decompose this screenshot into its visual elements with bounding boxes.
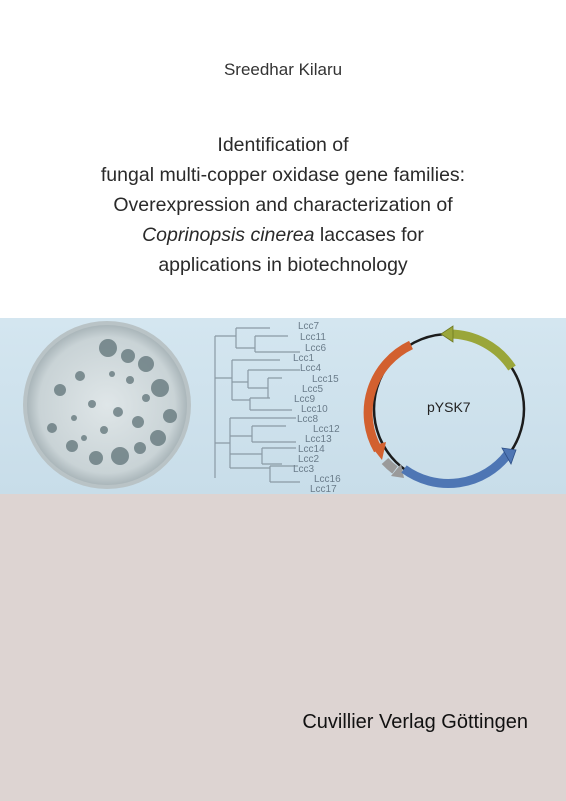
phylogenetic-tree — [214, 327, 300, 483]
illustration-band: Lcc7 Lcc11 Lcc6 Lcc1 Lcc4 Lcc15 Lcc5 Lcc… — [0, 318, 566, 494]
leaf-label-lcc2: Lcc2 — [298, 454, 320, 465]
title-line-4-rest: laccases for — [314, 224, 424, 246]
title-line-4: Coprinopsis cinerea laccases for — [20, 220, 546, 250]
leaf-label-lcc1: Lcc1 — [293, 353, 315, 364]
leaf-label-lcc12: Lcc12 — [313, 424, 340, 435]
leaf-label-lcc5: Lcc5 — [302, 384, 324, 395]
title-line-5: applications in biotechnology — [158, 254, 408, 276]
leaf-label-lcc14: Lcc14 — [298, 444, 325, 455]
lower-panel — [0, 494, 566, 801]
plasmid-label: pYSK7 — [427, 399, 471, 415]
leaf-label-lcc6: Lcc6 — [305, 343, 327, 354]
leaf-label-lcc9: Lcc9 — [294, 394, 316, 405]
leaf-label-lcc8: Lcc8 — [297, 414, 319, 425]
leaf-label-lcc17: Lcc17 — [310, 484, 337, 494]
leaf-label-lcc7: Lcc7 — [298, 321, 320, 332]
leaf-label-lcc13: Lcc13 — [305, 434, 332, 445]
book-title: Identification of fungal multi-copper ox… — [20, 130, 546, 280]
tree-leaf-labels: Lcc7 Lcc11 Lcc6 Lcc1 Lcc4 Lcc15 Lcc5 Lcc… — [293, 321, 341, 494]
author-name: Sreedhar Kilaru — [223, 60, 343, 79]
leaf-label-lcc10: Lcc10 — [301, 404, 328, 415]
title-line-3: Overexpression and characterization of — [113, 194, 453, 216]
publisher-name: Cuvillier Verlag Göttingen — [302, 711, 528, 733]
title-line-1: Identification of — [217, 134, 349, 156]
leaf-label-lcc16: Lcc16 — [314, 474, 341, 485]
leaf-label-lcc3: Lcc3 — [293, 464, 315, 475]
leaf-label-lcc11: Lcc11 — [300, 332, 326, 343]
plasmid-map: pYSK7 — [363, 325, 526, 489]
leaf-label-lcc4: Lcc4 — [300, 363, 322, 374]
title-line-2: fungal multi-copper oxidase gene familie… — [100, 164, 466, 186]
species-name: Coprinopsis cinerea — [142, 224, 315, 246]
leaf-label-lcc15: Lcc15 — [312, 374, 339, 385]
petri-dish-image — [23, 321, 191, 489]
illustration: Lcc7 Lcc11 Lcc6 Lcc1 Lcc4 Lcc15 Lcc5 Lcc… — [23, 321, 526, 494]
